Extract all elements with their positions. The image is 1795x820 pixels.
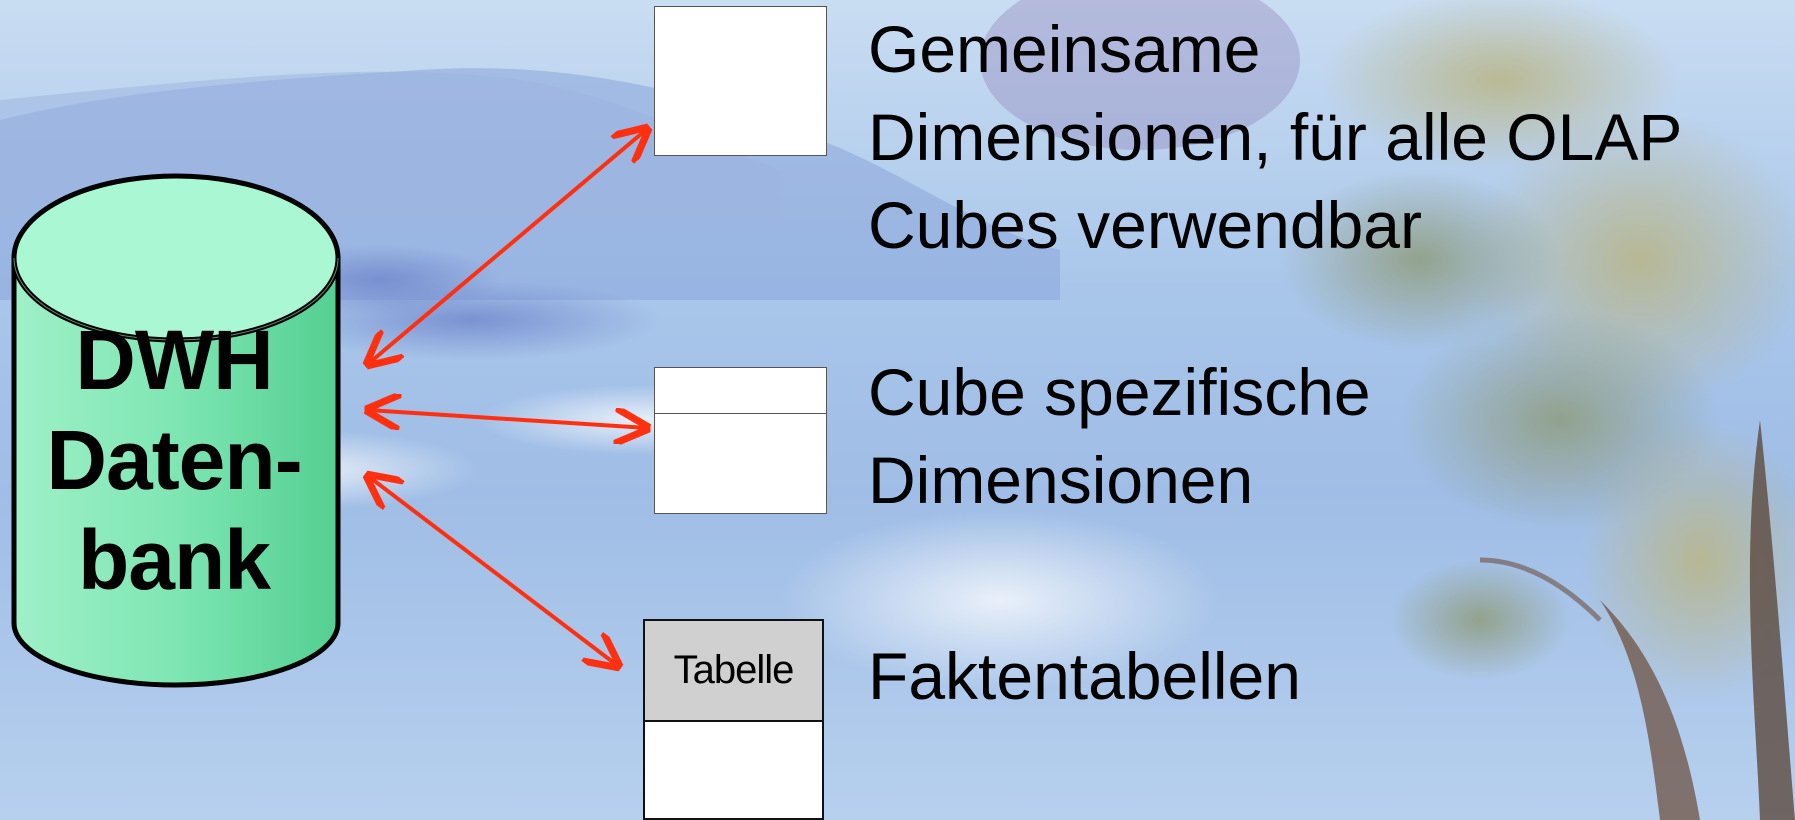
arrow-to-fact-tables (368, 476, 618, 666)
arrow-to-cube-dimensions (368, 410, 647, 428)
database-label: DWH Daten- bank (14, 310, 334, 610)
shared-dimensions-line-3: Cubes verwendbar (868, 188, 1422, 262)
shared-dimensions-line-2: Dimensionen, für alle OLAP (868, 100, 1683, 174)
cube-dimensions-line-1: Cube spezifische (868, 355, 1371, 429)
cube-dimensions-divider (655, 413, 826, 414)
shared-dimensions-box[interactable] (654, 6, 827, 156)
fact-table-header: Tabelle (645, 621, 822, 722)
cube-dimensions-line-2: Dimensionen (868, 443, 1254, 517)
shared-dimensions-line-1: Gemeinsame (868, 12, 1261, 86)
shared-dimensions-label: Gemeinsame Dimensionen, für alle OLAP Cu… (868, 5, 1682, 269)
database-label-line-3: bank (77, 513, 271, 607)
arrow-to-shared-dimensions (368, 129, 647, 364)
database-label-line-2: Daten- (46, 413, 302, 507)
database-label-line-1: DWH (75, 313, 274, 407)
cube-dimensions-label: Cube spezifische Dimensionen (868, 348, 1371, 524)
cube-dimensions-box[interactable] (654, 367, 827, 514)
fact-tables-label: Faktentabellen (868, 639, 1301, 713)
fact-table-box[interactable]: Tabelle (643, 619, 824, 820)
database-cylinder[interactable] (11, 173, 341, 688)
